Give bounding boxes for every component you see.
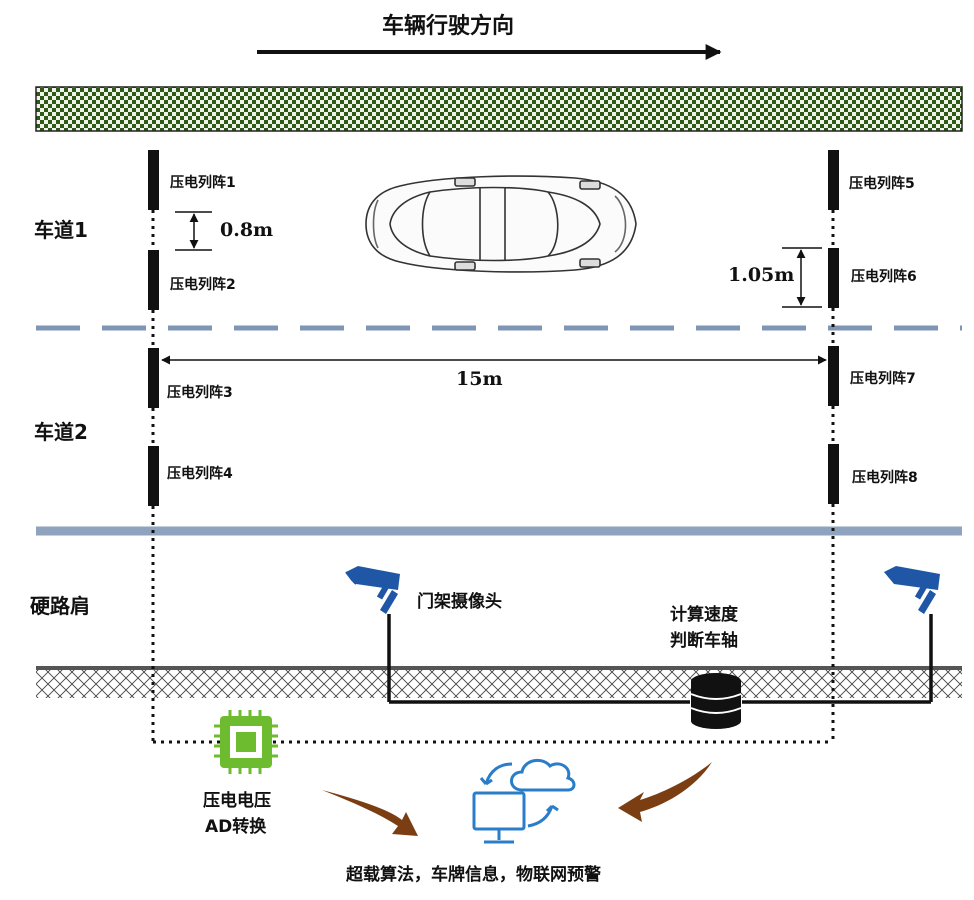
gap-dimension-right (782, 247, 822, 308)
gantry-camera-right-icon (742, 566, 940, 704)
sensor-label-2: 压电列阵2 (170, 277, 236, 293)
ad-converter-chip-icon (214, 710, 278, 774)
sensor-label-3: 压电列阵3 (167, 385, 233, 401)
lane1-label: 车道1 (34, 218, 88, 242)
lane2-label: 车道2 (34, 420, 88, 444)
sensor-label-4: 压电列阵4 (167, 466, 233, 482)
sensor-strips-right (828, 150, 839, 504)
camera-label: 门架摄像头 (417, 592, 502, 612)
database-server-icon (690, 673, 742, 729)
sensor-wiring (151, 210, 835, 744)
gap-left-label: 0.8m (220, 219, 274, 241)
gap-dimension-left (175, 211, 212, 251)
cloud-computer-icon (472, 758, 576, 844)
adc-label-line2: AD转换 (205, 817, 267, 837)
sensor-label-7: 压电列阵7 (850, 371, 916, 387)
direction-title: 车辆行驶方向 (382, 14, 515, 39)
server-label-line2: 判断车轴 (670, 631, 738, 651)
sensor-label-8: 压电列阵8 (852, 470, 918, 486)
sensor-label-1: 压电列阵1 (170, 175, 236, 191)
car-icon (365, 175, 637, 273)
server-label-line1: 计算速度 (670, 605, 738, 625)
output-label: 超载算法，车牌信息，物联网预警 (346, 865, 601, 885)
grass-median (35, 86, 963, 132)
sensor-strips-left (148, 150, 159, 506)
shoulder-label: 硬路肩 (30, 594, 90, 618)
sensor-label-6: 压电列阵6 (851, 269, 917, 285)
gap-right-label: 1.05m (728, 264, 795, 286)
adc-label-line1: 压电电压 (203, 791, 271, 811)
brown-arrow-right-icon (618, 762, 712, 822)
ground-hatch (36, 668, 962, 698)
gantry-camera-left-icon (345, 566, 690, 704)
brown-arrow-left-icon (322, 790, 418, 836)
sensor-label-5: 压电列阵5 (849, 176, 915, 192)
span-label: 15m (456, 368, 503, 390)
